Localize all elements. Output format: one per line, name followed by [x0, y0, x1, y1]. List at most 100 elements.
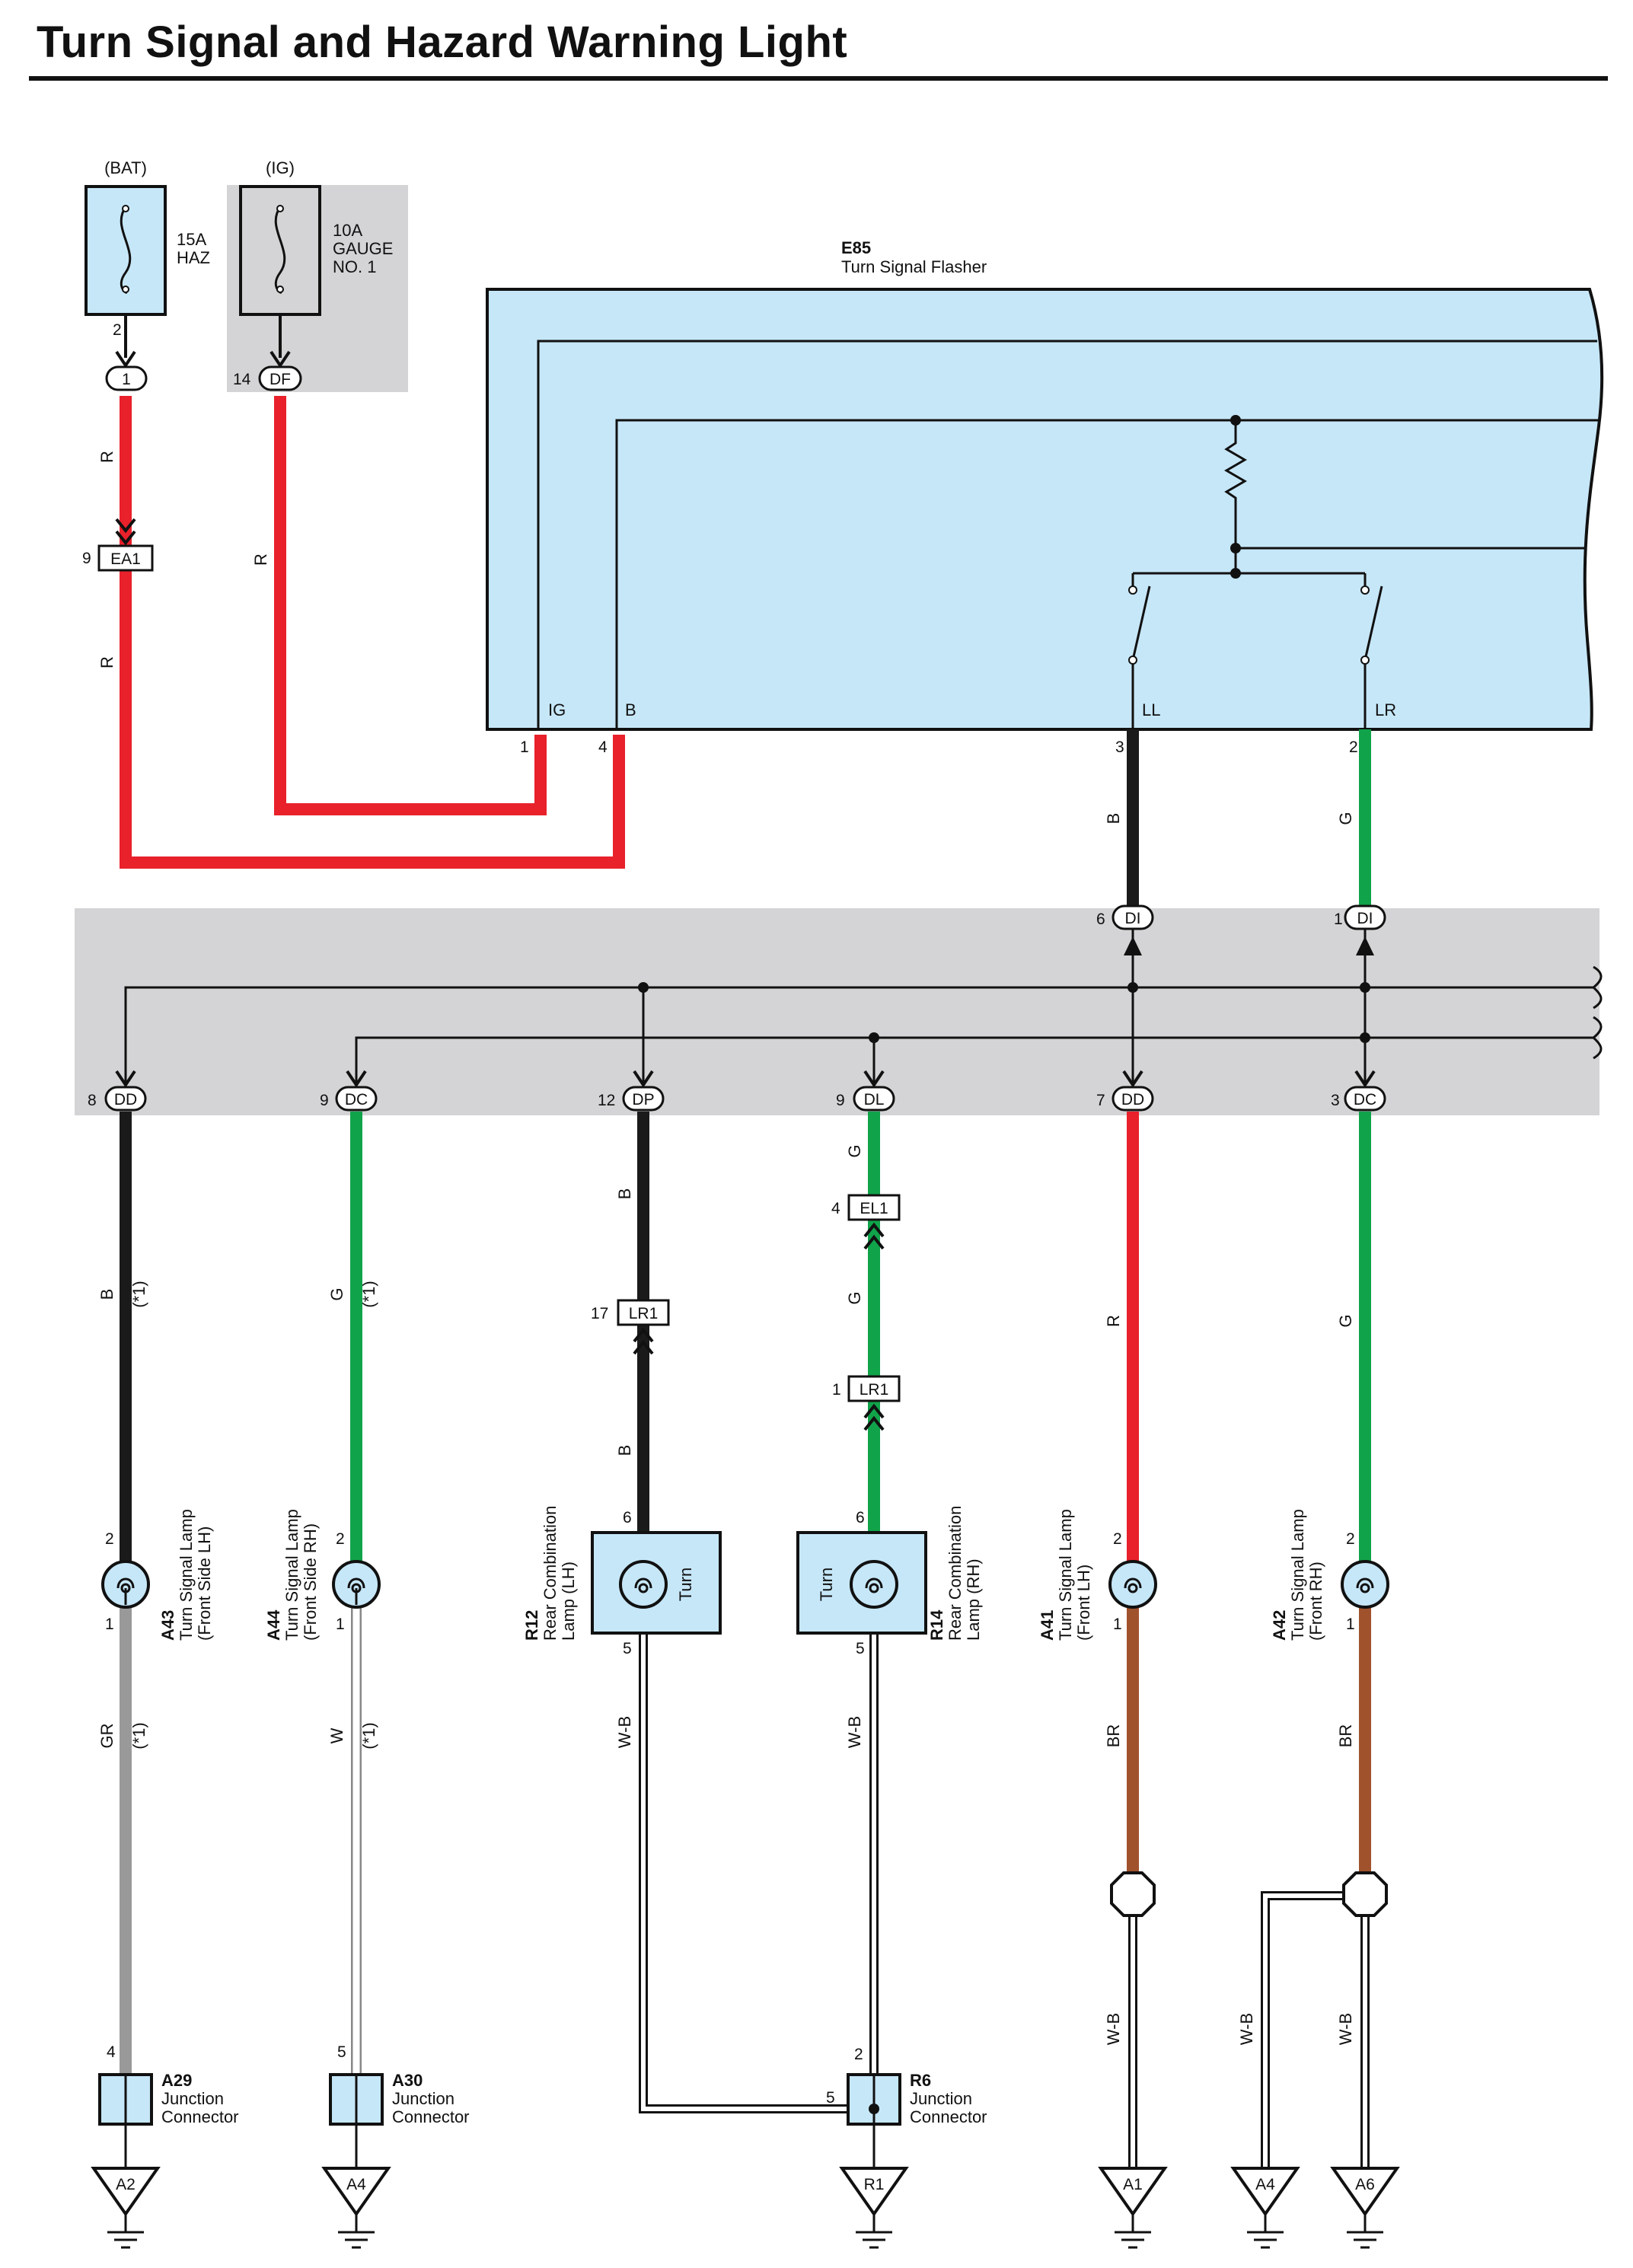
bulb-a41: 2 1 — [1108, 1530, 1157, 1633]
svg-text:DI: DI — [1125, 910, 1141, 927]
svg-text:B: B — [615, 1188, 634, 1200]
svg-text:W: W — [327, 1727, 346, 1743]
connector-di-1: 1 DI — [1334, 904, 1386, 955]
svg-text:EL1: EL1 — [860, 1200, 888, 1217]
svg-text:12: 12 — [598, 1092, 615, 1109]
svg-text:B: B — [615, 1445, 634, 1456]
flasher-pin-1: 1 — [520, 738, 529, 756]
fuse-gauge-rating: 10A — [333, 221, 362, 240]
ground-label: A4 — [346, 2176, 366, 2193]
svg-text:1: 1 — [1334, 911, 1343, 928]
svg-text:B: B — [97, 1289, 116, 1300]
svg-text:B: B — [1104, 813, 1123, 825]
svg-text:R: R — [251, 553, 270, 566]
fuse-haz: (BAT) 15A HAZ 2 — [85, 158, 210, 339]
svg-text:GR: GR — [97, 1724, 116, 1749]
flasher-terminal-ll: LL — [1142, 700, 1160, 719]
turn-signal-flasher: E85 Turn Signal Flasher IG B LL LR 1 4 3… — [486, 238, 1604, 756]
svg-text:Junction: Junction — [392, 2089, 454, 2108]
svg-text:A30: A30 — [392, 2071, 423, 2090]
flasher-name: Turn Signal Flasher — [841, 257, 987, 276]
bulb-icon — [1356, 1577, 1374, 1589]
svg-text:1: 1 — [122, 371, 131, 388]
svg-text:R: R — [97, 656, 116, 668]
ground-label: A4 — [1255, 2176, 1275, 2193]
svg-text:R14: R14 — [927, 1609, 946, 1641]
junction-block-shade — [75, 908, 1600, 1115]
bulb-icon — [634, 1577, 652, 1589]
svg-text:Turn Signal Lamp: Turn Signal Lamp — [177, 1509, 196, 1641]
svg-text:8: 8 — [88, 1092, 97, 1109]
wire-color-labels: R R R B G B G B G R G B G GR W W-B W-B B… — [97, 451, 1355, 2045]
wire-r-bat — [120, 396, 625, 869]
svg-text:Connector: Connector — [910, 2107, 987, 2126]
svg-text:Lamp (RH): Lamp (RH) — [964, 1558, 983, 1641]
svg-text:2: 2 — [336, 1530, 345, 1548]
svg-text:W-B: W-B — [1104, 2013, 1123, 2045]
svg-text:Lamp (LH): Lamp (LH) — [559, 1561, 578, 1641]
flasher-id: E85 — [841, 238, 871, 257]
fuse-gauge: (IG) 10A GAUGE NO. 1 — [239, 158, 393, 316]
connector-dc-3: 3 DC — [1331, 1086, 1386, 1112]
svg-text:4: 4 — [831, 1200, 840, 1217]
svg-text:Turn Signal Lamp: Turn Signal Lamp — [282, 1509, 301, 1641]
svg-text:4: 4 — [107, 2043, 116, 2061]
svg-text:G: G — [845, 1144, 864, 1157]
connector-dl-9: 9 DL — [836, 1086, 895, 1112]
connector-haz: 1 — [105, 365, 148, 391]
svg-text:W-B: W-B — [1237, 2013, 1256, 2045]
bus-nodes — [638, 982, 1370, 1043]
svg-text:R: R — [97, 451, 116, 463]
svg-text:EA1: EA1 — [110, 550, 141, 568]
svg-text:9: 9 — [82, 550, 91, 567]
svg-text:Turn Signal Lamp: Turn Signal Lamp — [1056, 1509, 1075, 1641]
junction-r6: 2 5 R6 Junction Connector — [826, 2046, 987, 2126]
ground-label: R1 — [864, 2176, 885, 2193]
ground-a1-3: A1 — [1098, 2167, 1168, 2249]
ground-a2-0: A2 — [91, 2167, 161, 2249]
svg-text:DF: DF — [270, 371, 291, 388]
connector-ea1: 9 EA1 — [82, 544, 154, 572]
svg-text:(Front Side LH): (Front Side LH) — [195, 1526, 214, 1641]
connector-df: 14 DF — [233, 365, 302, 391]
svg-text:G: G — [1336, 812, 1355, 825]
svg-text:Rear Combination: Rear Combination — [946, 1506, 965, 1641]
flasher-terminal-lr: LR — [1375, 700, 1396, 719]
flasher-pin-2: 2 — [1349, 738, 1358, 756]
fuse-haz-source: (BAT) — [104, 158, 147, 177]
svg-text:W-B: W-B — [615, 1716, 634, 1748]
svg-text:R12: R12 — [522, 1610, 541, 1641]
bulb-icon — [865, 1577, 883, 1589]
bulb-icon — [347, 1577, 365, 1605]
svg-text:A44: A44 — [264, 1609, 283, 1641]
bulb-a42: 2 1 — [1341, 1530, 1389, 1633]
svg-text:G: G — [1336, 1314, 1355, 1327]
svg-text:7: 7 — [1096, 1092, 1105, 1109]
svg-text:(*1): (*1) — [129, 1722, 148, 1749]
svg-text:W-B: W-B — [845, 1716, 864, 1748]
svg-text:5: 5 — [337, 2043, 346, 2061]
svg-text:6: 6 — [1096, 911, 1105, 928]
ground-label: A1 — [1123, 2176, 1143, 2193]
svg-text:9: 9 — [836, 1092, 845, 1109]
connector-dp-12: 12 DP — [598, 1086, 665, 1112]
svg-text:A41: A41 — [1038, 1610, 1057, 1641]
svg-text:Turn: Turn — [676, 1568, 695, 1601]
svg-text:(Front RH): (Front RH) — [1306, 1561, 1325, 1641]
svg-text:R: R — [1104, 1315, 1123, 1327]
svg-text:Turn Signal Lamp: Turn Signal Lamp — [1288, 1509, 1307, 1641]
wire-wb-group — [124, 1633, 1370, 2168]
splice-a42 — [1342, 1871, 1388, 1917]
ground-a4-4: A4 — [1230, 2167, 1300, 2249]
svg-text:Rear Combination: Rear Combination — [541, 1506, 560, 1641]
fuse-gauge-name2: NO. 1 — [333, 257, 376, 276]
svg-text:(Front Side RH): (Front Side RH) — [301, 1523, 320, 1641]
svg-text:DD: DD — [114, 1091, 137, 1108]
fuse-haz-name: HAZ — [177, 248, 210, 267]
svg-text:LR1: LR1 — [629, 1305, 659, 1322]
title-underline — [29, 76, 1608, 81]
connector-lr1-1: 1 LR1 — [832, 1375, 901, 1431]
connector-dd-7: 7 DD — [1096, 1086, 1154, 1112]
svg-text:2: 2 — [105, 1530, 114, 1548]
bottom-arrows — [115, 1070, 1376, 1088]
